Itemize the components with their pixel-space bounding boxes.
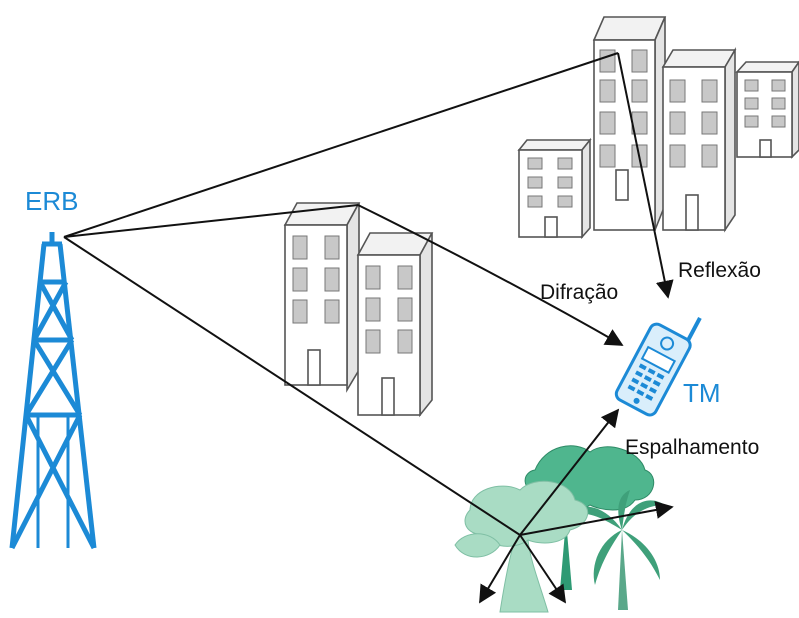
building-cluster-right	[517, 16, 799, 240]
tree-light	[454, 480, 588, 613]
label-difracao: Difração	[540, 281, 619, 304]
building-mid	[661, 47, 737, 233]
building-diffraction-left	[283, 202, 361, 393]
tower-erb	[9, 232, 97, 550]
label-espalhamento: Espalhamento	[625, 436, 760, 459]
label-reflexao: Reflexão	[678, 259, 761, 282]
ray-scatter-down	[519, 534, 567, 604]
propagation-rays	[63, 52, 674, 604]
building-small	[517, 137, 592, 240]
building-cluster-middle	[283, 202, 434, 418]
ray-scatter-to-phone	[519, 408, 620, 536]
building-tall	[592, 16, 667, 231]
ray-scatter-right	[519, 501, 674, 536]
building-diffraction-right	[356, 232, 434, 418]
label-erb: ERB	[25, 186, 79, 216]
trees-scattering	[454, 445, 665, 613]
ray-to-building-top	[63, 52, 619, 238]
ray-scatter-left	[479, 534, 521, 604]
ray-to-trees	[63, 236, 521, 536]
ray-diffraction	[357, 204, 624, 346]
phone-tm	[614, 316, 702, 417]
ray-reflection	[617, 52, 674, 299]
building-far-right	[735, 60, 799, 159]
ray-to-diffraction-edge	[63, 204, 359, 238]
label-tm: TM	[683, 378, 721, 408]
